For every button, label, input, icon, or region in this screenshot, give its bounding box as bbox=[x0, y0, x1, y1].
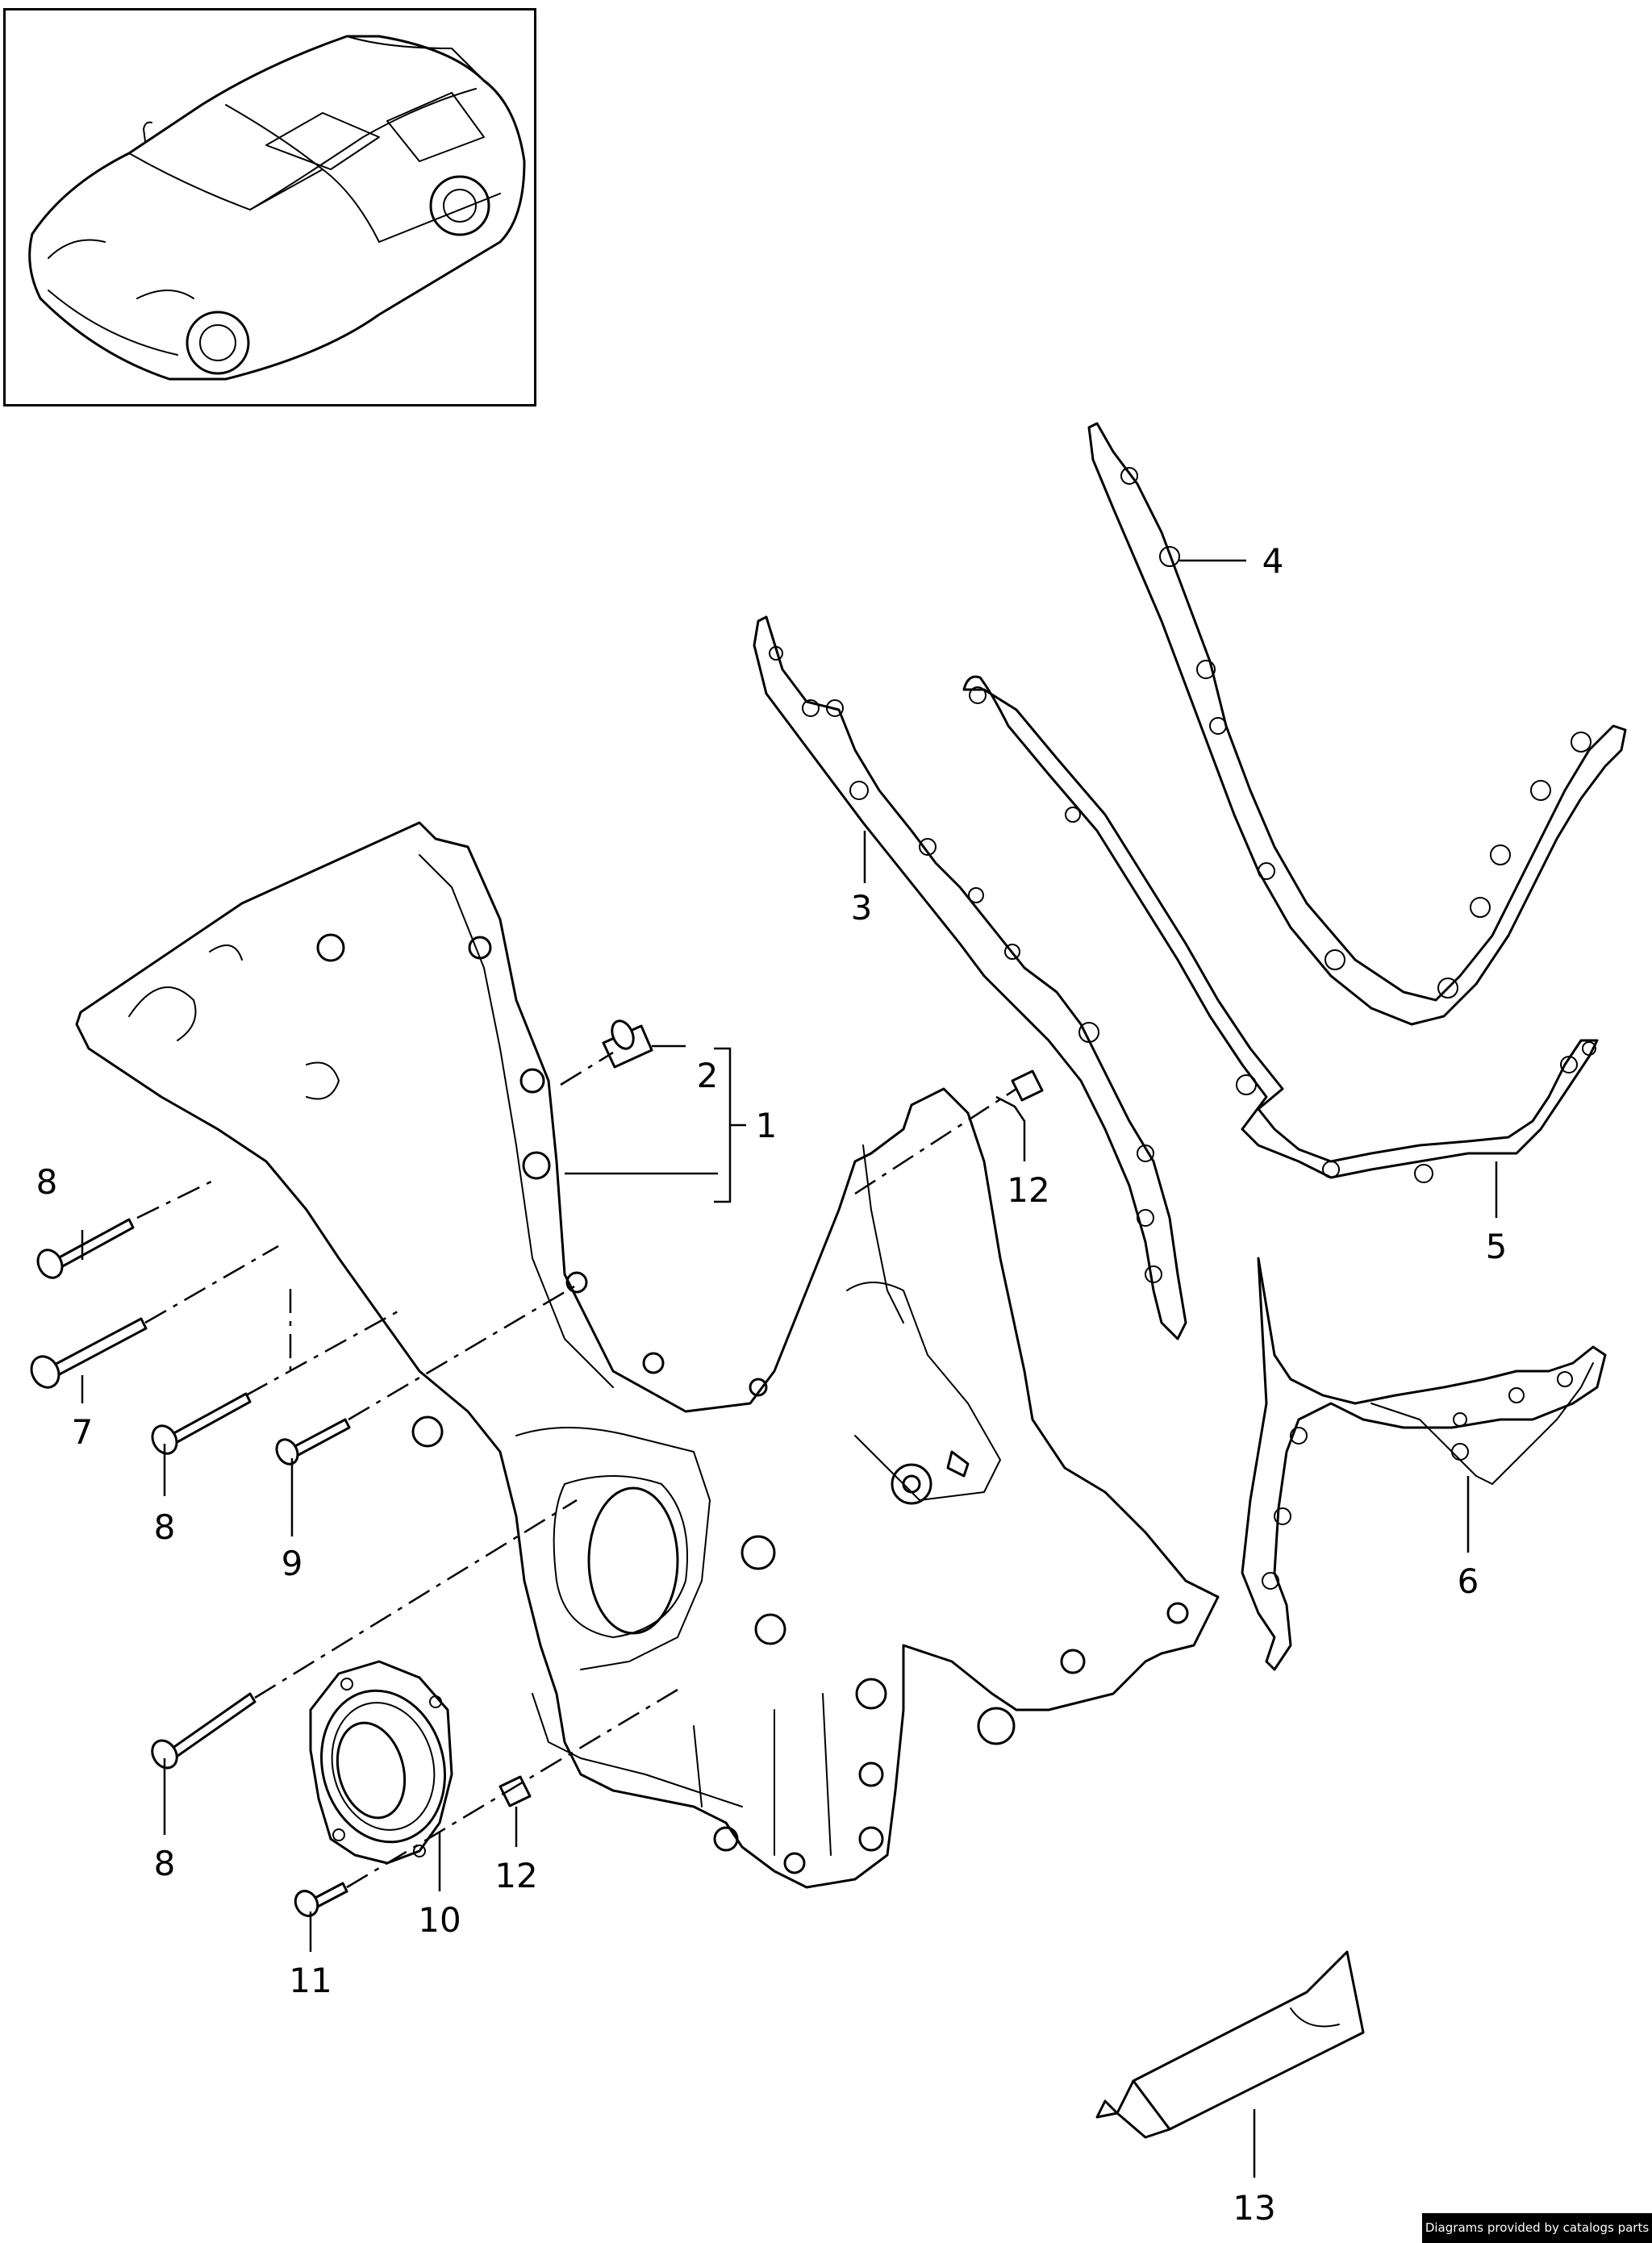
callout-4: 4 bbox=[1262, 541, 1284, 581]
car-thumbnail-icon bbox=[28, 35, 526, 381]
assembly-line bbox=[346, 1688, 678, 1889]
assembly-line bbox=[136, 1178, 217, 1219]
callout-1: 1 bbox=[756, 1106, 778, 1145]
callout-9: 9 bbox=[282, 1544, 303, 1583]
callout-6: 6 bbox=[1458, 1561, 1479, 1601]
gasket-icon bbox=[1241, 1257, 1607, 1671]
assembly-line bbox=[854, 1087, 1017, 1195]
callout-13: 13 bbox=[1233, 2188, 1275, 2228]
sealant-tube-icon bbox=[1095, 1950, 1365, 2139]
assembly-line bbox=[144, 1244, 279, 1324]
gasket-icon bbox=[1087, 422, 1627, 1026]
callout-3: 3 bbox=[851, 888, 873, 928]
bolt-icon bbox=[294, 1882, 348, 1917]
vehicle-thumbnail-frame bbox=[3, 8, 536, 406]
assembly-line bbox=[560, 1051, 614, 1086]
gasket-icon bbox=[962, 675, 1599, 1183]
callout-2: 2 bbox=[697, 1056, 719, 1095]
callout-8: 8 bbox=[36, 1162, 58, 1202]
dowel-sleeve-icon bbox=[602, 1019, 653, 1069]
bolt-icon bbox=[151, 1392, 252, 1455]
bolt-icon bbox=[36, 1218, 135, 1279]
timing-cover-icon bbox=[75, 821, 1220, 1889]
bolt-icon bbox=[275, 1418, 351, 1465]
callout-5: 5 bbox=[1486, 1227, 1508, 1266]
stud-icon bbox=[1011, 1069, 1044, 1102]
gasket-icon bbox=[753, 615, 1187, 1340]
callout-12: 12 bbox=[1007, 1170, 1049, 1210]
stud-icon bbox=[499, 1775, 532, 1807]
callout-7: 7 bbox=[72, 1412, 94, 1452]
assembly-line bbox=[254, 1499, 578, 1699]
assembly-line bbox=[245, 1309, 400, 1397]
leader-lines bbox=[81, 559, 1498, 2178]
bolt-icon bbox=[30, 1317, 148, 1389]
callout-11: 11 bbox=[289, 1961, 332, 2000]
callout-8: 8 bbox=[154, 1507, 176, 1547]
callout-10: 10 bbox=[418, 1900, 461, 1940]
bolt-icon bbox=[151, 1692, 257, 1770]
callout-8: 8 bbox=[154, 1844, 176, 1883]
callout-12: 12 bbox=[494, 1856, 537, 1895]
credit-banner: Diagrams provided by catalogs parts bbox=[1422, 2213, 1652, 2243]
